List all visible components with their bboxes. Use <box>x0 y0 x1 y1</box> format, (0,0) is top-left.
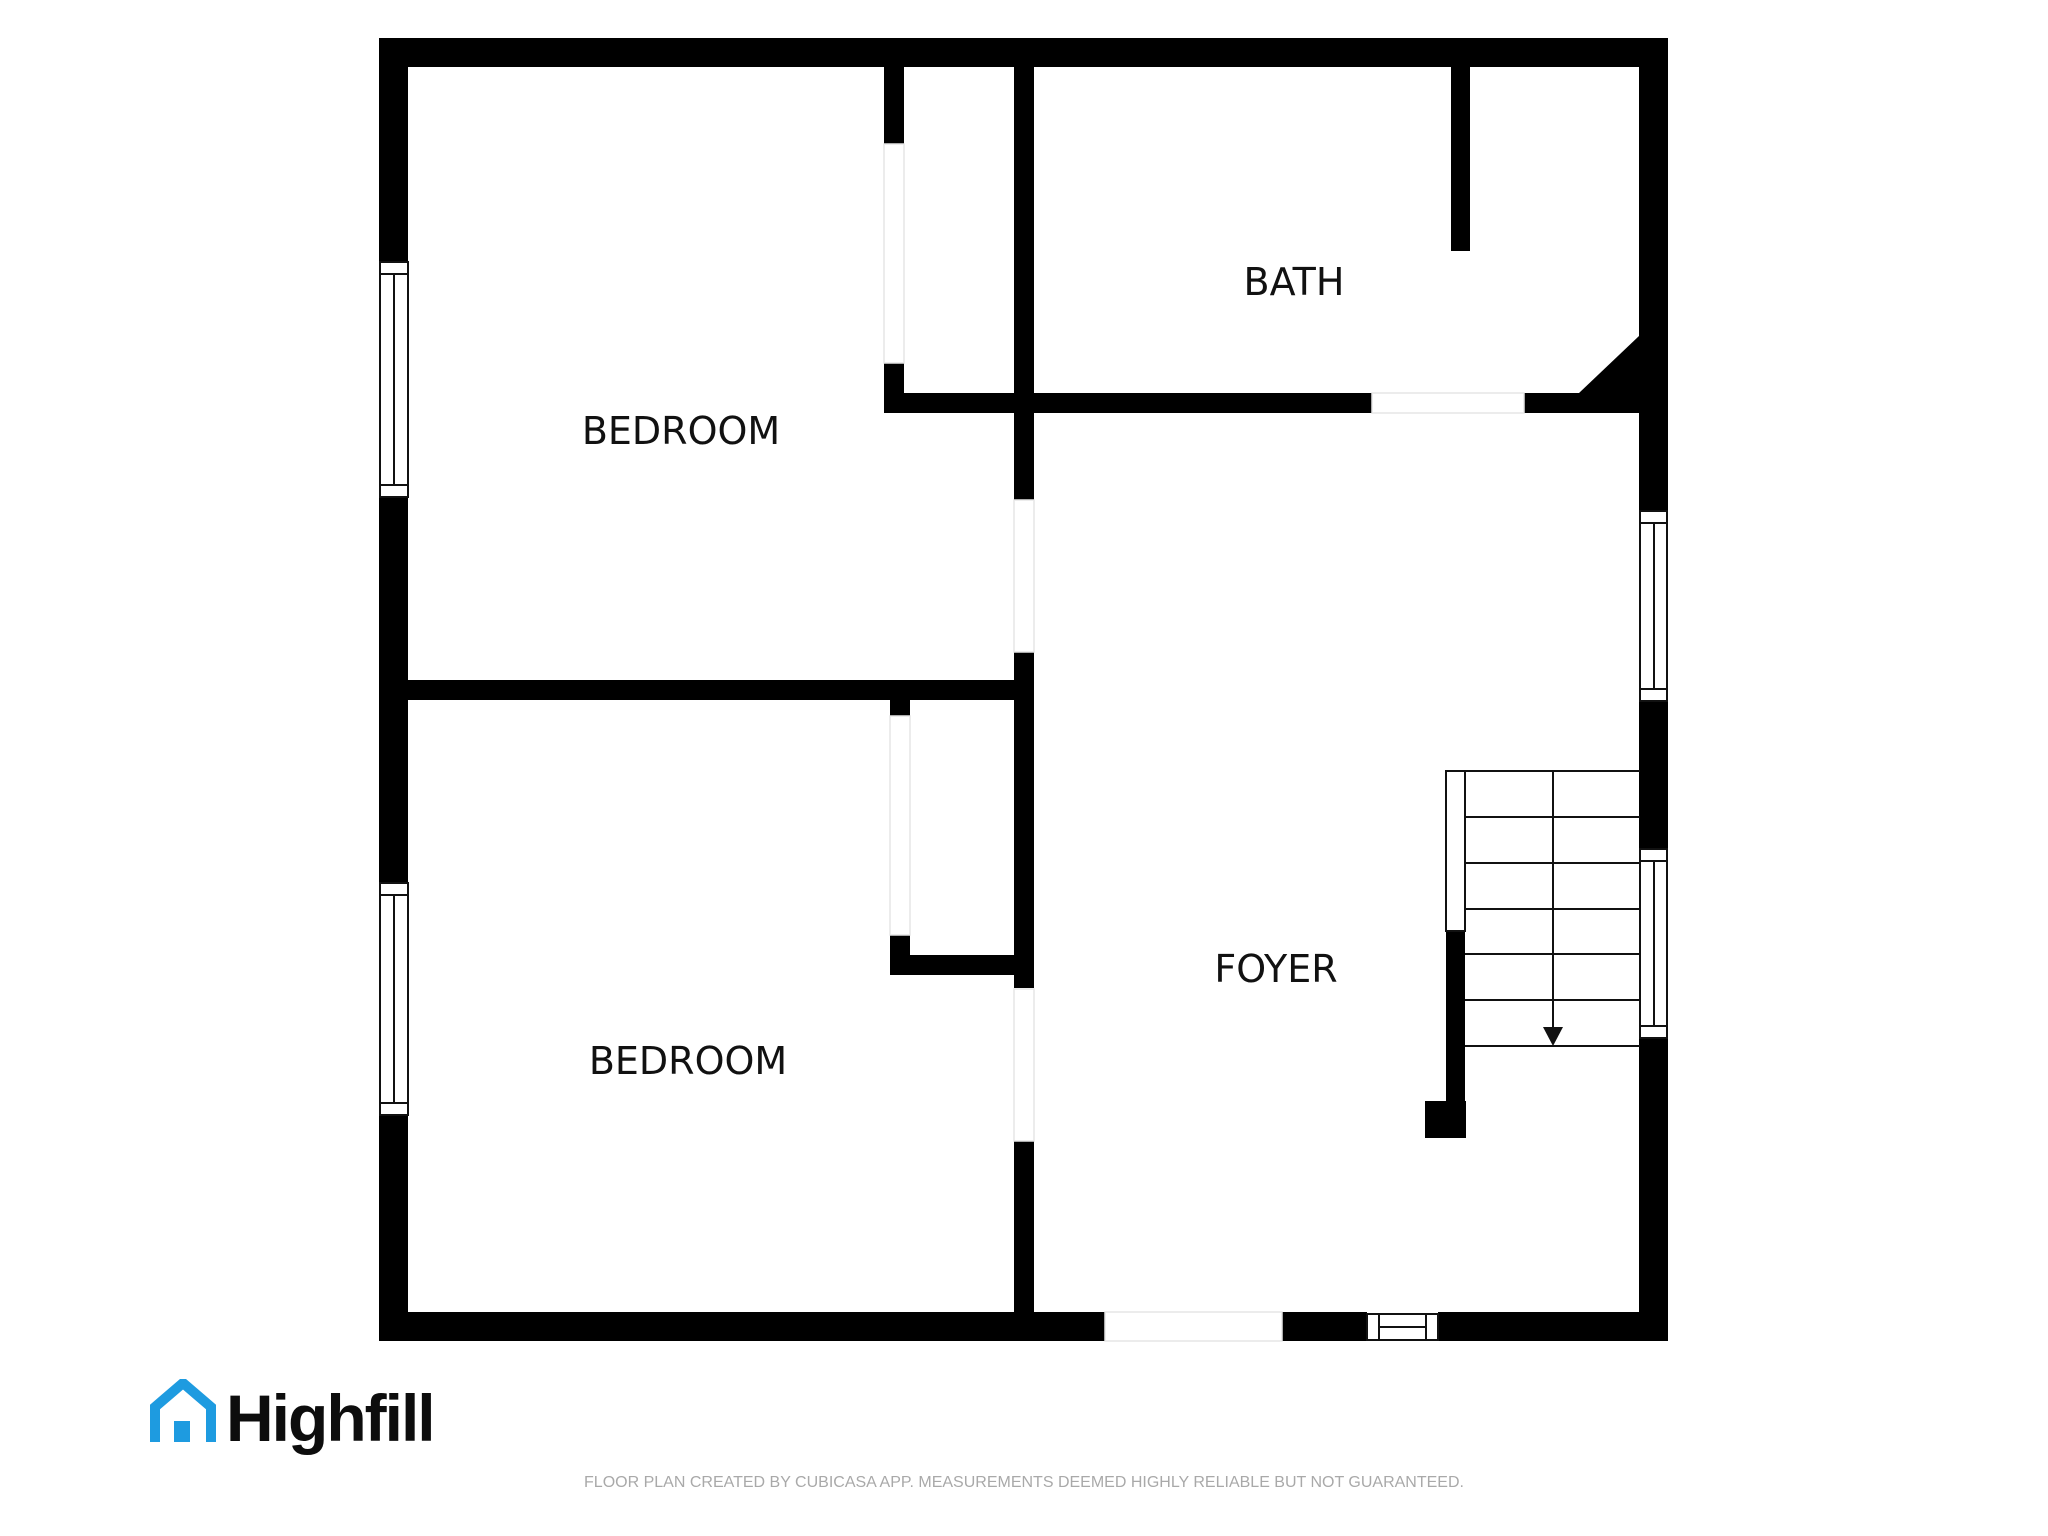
exterior-wall-right-3 <box>1639 1038 1668 1341</box>
closet1-wall-bottom <box>884 363 904 413</box>
window-right-lower <box>1639 848 1668 1039</box>
central-wall-3 <box>1014 1141 1034 1341</box>
closet2-wall-base <box>890 955 1034 975</box>
exterior-wall-bottom-mid <box>1282 1312 1367 1341</box>
bedroom2-door[interactable] <box>1013 988 1035 1142</box>
stair-wall <box>1446 931 1465 1138</box>
closet2-wall-top <box>890 680 910 716</box>
room-label-bedroom-1: BEDROOM <box>581 409 781 453</box>
bath-partial-wall <box>1451 38 1470 251</box>
bath-door[interactable] <box>1371 392 1525 414</box>
front-door[interactable] <box>1104 1311 1283 1342</box>
disclaimer-text: FLOOR PLAN CREATED BY CUBICASA APP. MEAS… <box>584 1474 1464 1491</box>
room-label-bath: BATH <box>1243 260 1345 304</box>
bath-wall-bottom-left <box>884 393 1372 413</box>
exterior-wall-right-1 <box>1639 38 1668 511</box>
stairs <box>1445 770 1640 1047</box>
window-left-lower <box>379 882 409 1116</box>
exterior-wall-bottom-right <box>1438 1312 1668 1341</box>
stair-rail <box>1445 770 1466 932</box>
bedroom1-door[interactable] <box>1013 499 1035 653</box>
stair-wall-foot <box>1425 1101 1466 1138</box>
window-left-upper <box>379 261 409 498</box>
brand-name: Highfill <box>226 1381 436 1455</box>
house-icon <box>150 1379 216 1442</box>
bath-wall-bottom-right <box>1524 393 1584 413</box>
stair-down-arrow-icon <box>1543 1027 1563 1046</box>
bedroom-divider-wall <box>379 680 1034 700</box>
exterior-wall-right-2 <box>1639 701 1668 849</box>
exterior-wall-left-1 <box>379 38 408 262</box>
room-label-bedroom-2: BEDROOM <box>588 1039 788 1083</box>
closet1-door[interactable] <box>883 143 905 364</box>
closet1-wall-top <box>884 38 904 144</box>
brand-logo: Highfill <box>150 1376 436 1455</box>
window-right-upper <box>1639 510 1668 702</box>
exterior-wall-bottom-left <box>379 1312 1105 1341</box>
exterior-wall-left-3 <box>379 1115 408 1341</box>
windows <box>379 261 1668 1341</box>
central-wall-1 <box>1014 38 1034 500</box>
central-wall-2 <box>1014 652 1034 988</box>
walls <box>379 38 1668 1341</box>
door-openings <box>883 143 1525 1342</box>
window-bottom <box>1366 1313 1439 1341</box>
bath-corner-chase <box>1579 336 1639 413</box>
room-label-foyer: FOYER <box>1214 947 1338 991</box>
closet2-door[interactable] <box>889 715 911 936</box>
